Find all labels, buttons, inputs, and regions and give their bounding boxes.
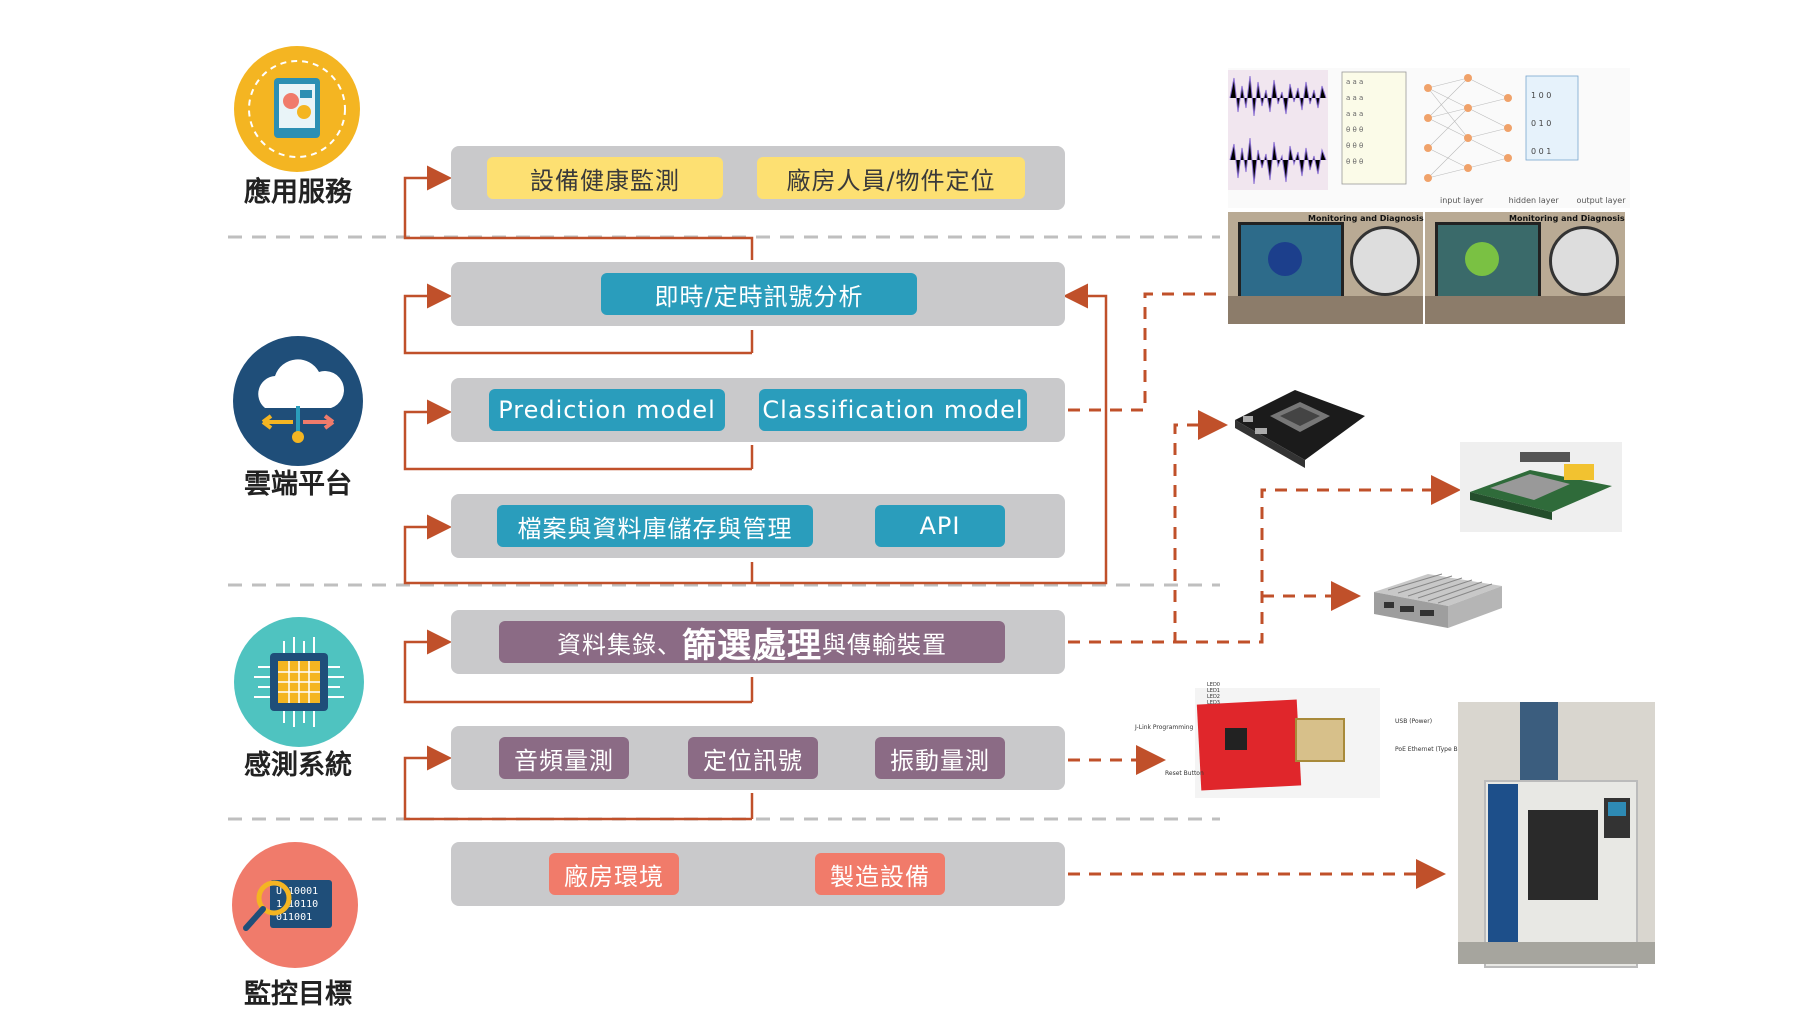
svg-text:U 10001: U 10001 xyxy=(276,886,318,897)
svg-text:θ θ θ: θ θ θ xyxy=(1346,126,1363,134)
storage-chip[interactable]: 檔案與資料庫儲存與管理 xyxy=(497,505,813,547)
row-targets: 廠房環境 製造設備 xyxy=(451,842,1065,906)
cloud-platform-icon xyxy=(233,336,363,466)
layer-label-cloud: 雲端平台 xyxy=(244,469,352,500)
led3-label: LED3 xyxy=(1207,700,1220,706)
row-sensors: 音頻量測 定位訊號 振動量測 xyxy=(451,726,1065,790)
layer-separators xyxy=(228,235,1220,821)
manufacturing-equipment-chip[interactable]: 製造設備 xyxy=(815,853,945,895)
svg-text:a a a: a a a xyxy=(1346,94,1363,102)
led0-label: LED0 xyxy=(1207,682,1220,688)
svg-text:a a a: a a a xyxy=(1346,78,1363,86)
svg-text:1 10110: 1 10110 xyxy=(276,899,318,910)
monitoring-photo-1: Monitoring and Diagnosis xyxy=(1228,212,1424,324)
jlink-label: J-Link Programming xyxy=(1135,724,1194,731)
gateway-post: 與傳輸裝置 xyxy=(822,630,947,659)
layer-label-app: 應用服務 xyxy=(244,177,352,208)
industrial-pc-photo xyxy=(1368,566,1508,636)
vibration-sensor-chip[interactable]: 振動量測 xyxy=(875,737,1005,779)
row-gateway: 資料集錄、 篩選處理 與傳輸裝置 xyxy=(451,610,1065,674)
svg-text:0 0 1: 0 0 1 xyxy=(1531,147,1551,156)
flow-arrows xyxy=(403,165,1108,821)
audio-sensor-chip[interactable]: 音頻量測 xyxy=(499,737,629,779)
row-signal-analysis: 即時/定時訊號分析 xyxy=(451,262,1065,326)
svg-text:θ θ θ: θ θ θ xyxy=(1346,158,1363,166)
svg-text:a a a: a a a xyxy=(1346,110,1363,118)
monitor-caption-1: Monitoring and Diagnosis xyxy=(1308,214,1424,223)
row-storage: 檔案與資料庫儲存與管理 API xyxy=(451,494,1065,558)
svg-text:θ θ θ: θ θ θ xyxy=(1346,142,1363,150)
led1-label: LED1 xyxy=(1207,688,1220,694)
raspberry-pi-photo xyxy=(1460,442,1622,532)
equipment-health-chip[interactable]: 設備健康監測 xyxy=(487,157,723,199)
neural-network-figure: a a a a a a a a a θ θ θ θ θ θ θ θ θ 1 0 0 0 … xyxy=(1228,68,1630,208)
nn-hidden-label: hidden layer xyxy=(1508,196,1559,205)
row-app-services: 設備健康監測 廠房人員/物件定位 xyxy=(451,146,1065,210)
output-arrows xyxy=(1068,292,1461,889)
poe-label: PoE Ethernet (Type B) xyxy=(1395,746,1461,753)
cnc-machine-photo xyxy=(1458,702,1655,968)
api-chip[interactable]: API xyxy=(875,505,1005,547)
layer-label-target: 監控目標 xyxy=(244,979,352,1010)
sensor-board-photo: J-Link Programming Reset Button USB (Pow… xyxy=(1135,682,1460,798)
monitoring-target-icon: U 10001 1 10110 011001 xyxy=(232,842,358,968)
positioning-chip[interactable]: 廠房人員/物件定位 xyxy=(757,157,1025,199)
svg-text:011001: 011001 xyxy=(276,912,312,923)
position-signal-chip[interactable]: 定位訊號 xyxy=(688,737,818,779)
reset-label: Reset Button xyxy=(1165,770,1204,777)
monitor-caption-2: Monitoring and Diagnosis xyxy=(1509,214,1625,223)
svg-text:1 0 0: 1 0 0 xyxy=(1531,91,1551,100)
gateway-chip[interactable]: 資料集錄、 篩選處理 與傳輸裝置 xyxy=(499,621,1005,666)
monitoring-photo-2: Monitoring and Diagnosis xyxy=(1425,212,1625,324)
led2-label: LED2 xyxy=(1207,694,1220,700)
prediction-model-chip[interactable]: Prediction model xyxy=(489,389,725,431)
factory-env-chip[interactable]: 廠房環境 xyxy=(549,853,679,895)
gateway-bold: 篩選處理 xyxy=(682,625,822,666)
gateway-pre: 資料集錄、 xyxy=(557,630,682,659)
row-models: Prediction model Classification model xyxy=(451,378,1065,442)
layer-label-sensing: 感測系統 xyxy=(244,750,352,781)
nn-input-label: input layer xyxy=(1440,196,1484,205)
signal-analysis-chip[interactable]: 即時/定時訊號分析 xyxy=(601,273,917,315)
classification-model-chip[interactable]: Classification model xyxy=(759,389,1027,431)
app-service-icon xyxy=(234,46,360,172)
sensing-system-icon xyxy=(234,617,364,747)
nn-output-label: output layer xyxy=(1576,196,1626,205)
jetson-board-photo xyxy=(1225,380,1370,472)
usb-label: USB (Power) xyxy=(1395,718,1433,725)
svg-text:0 1 0: 0 1 0 xyxy=(1531,119,1551,128)
